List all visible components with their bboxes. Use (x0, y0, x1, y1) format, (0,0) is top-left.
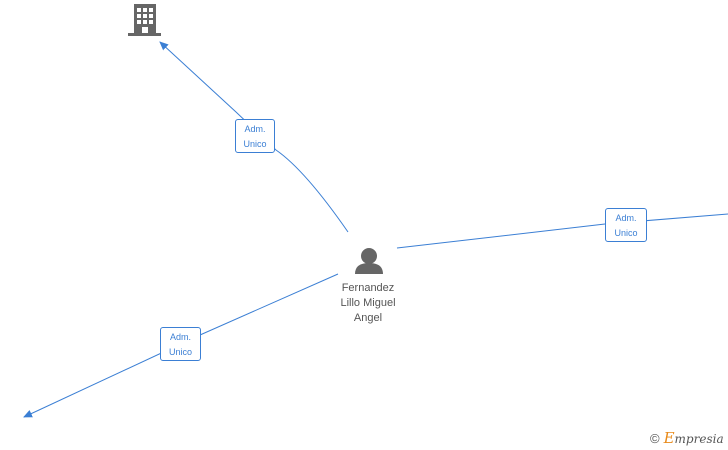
edge-label-line-2: Unico (168, 347, 192, 357)
brand-initial: E (663, 429, 675, 447)
copyright-icon: © (650, 431, 660, 446)
person-name-line-3: Angel (353, 312, 383, 324)
edge-label-line-2: Unico (614, 228, 638, 238)
edge-line-right (396, 213, 728, 249)
person-icon[interactable] (355, 248, 383, 274)
person-name[interactable]: Fernandez Lillo Miguel Angel (322, 281, 414, 326)
edge-line-company (159, 41, 349, 233)
brand-rest: mpresia (674, 432, 724, 446)
edge-label-line-2: Unico (243, 139, 267, 149)
person-name-line-1: Fernandez (341, 282, 395, 294)
edge-label-bottom-left[interactable]: Adm. Unico (160, 327, 201, 361)
person-name-line-2: Lillo Miguel (340, 297, 396, 309)
brand-logo[interactable]: Empresia (663, 429, 724, 447)
edge-label-line-1: Adm. (615, 213, 637, 223)
edge-label-right[interactable]: Adm. Unico (605, 208, 647, 242)
building-icon[interactable] (128, 4, 161, 36)
edge-label-company[interactable]: Adm. Unico (235, 119, 275, 153)
edge-label-line-1: Adm. (169, 332, 191, 342)
edge-label-line-1: Adm. (244, 124, 266, 134)
footer-brand: ©Empresia (650, 429, 724, 447)
